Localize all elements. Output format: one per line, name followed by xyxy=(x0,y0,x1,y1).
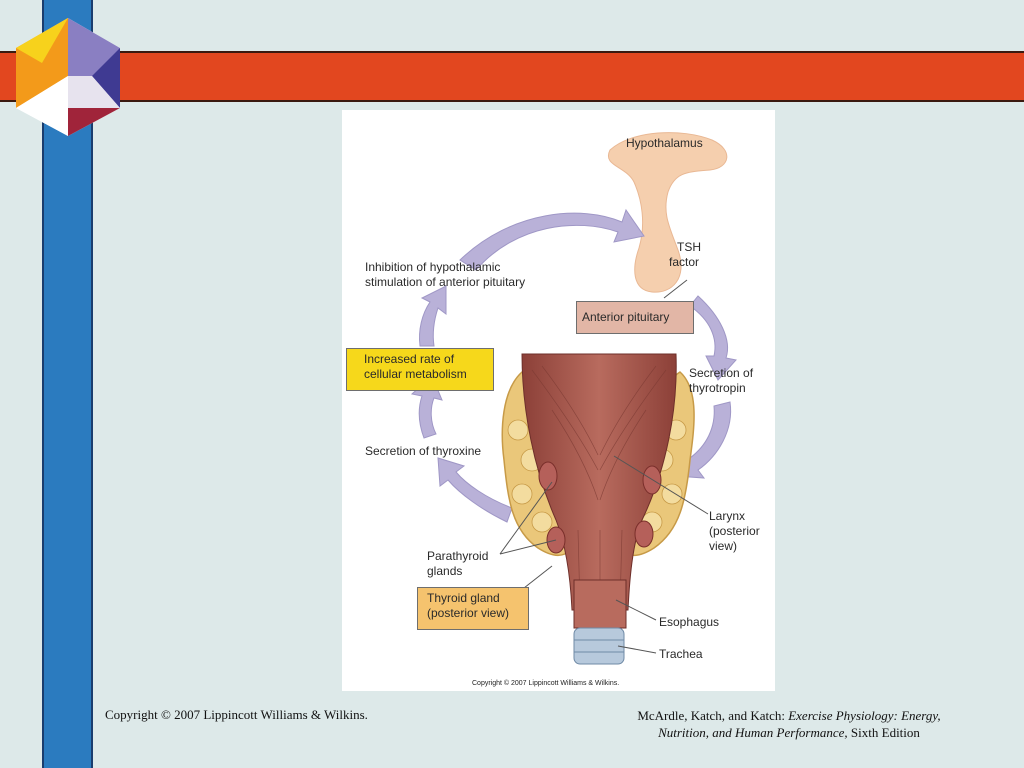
tsh-factor-label-line2: factor xyxy=(669,255,700,269)
image-copyright: Copyright © 2007 Lippincott Williams & W… xyxy=(472,680,620,687)
parathyroid-left-upper xyxy=(538,461,558,491)
esophagus-shape xyxy=(573,579,627,629)
cube-logo-icon xyxy=(16,18,120,136)
larynx-label-line1: Larynx xyxy=(709,509,746,523)
secretion-thyroxine-label: Secretion of thyroxine xyxy=(365,444,482,458)
parathyroid-label-line2: glands xyxy=(427,564,463,578)
inhibition-label-line2: stimulation of anterior pituitary xyxy=(365,275,526,289)
arrow-to-hypothalamus xyxy=(459,208,645,271)
anterior-pituitary-label: Anterior pituitary xyxy=(582,310,670,324)
hypothalamus-shape xyxy=(607,132,728,293)
citation-title-line1: Exercise Physiology: Energy, xyxy=(788,708,941,723)
thyroid-gland-box: Thyroid gland (posterior view) xyxy=(417,587,529,630)
metabolism-label-line1: Increased rate of xyxy=(364,352,455,366)
esophagus-label: Esophagus xyxy=(659,615,720,629)
arrow-pituitary-to-secretion xyxy=(689,295,737,381)
inhibition-label-line1: Inhibition of hypothalamic xyxy=(365,260,501,274)
horizontal-accent-bar xyxy=(0,51,1024,102)
parathyroid-label-line1: Parathyroid xyxy=(427,549,489,563)
larynx-shape xyxy=(521,353,677,611)
metabolism-box: Increased rate of cellular metabolism xyxy=(346,348,494,391)
anterior-pituitary-box: Anterior pituitary xyxy=(576,301,694,334)
trachea-shape xyxy=(573,627,625,665)
citation-edition: Sixth Edition xyxy=(847,725,920,740)
arrow-thyroid-to-thyroxine xyxy=(437,457,513,523)
citation-authors: McArdle, Katch, and Katch: xyxy=(637,708,789,723)
footer-copyright: Copyright © 2007 Lippincott Williams & W… xyxy=(105,707,368,722)
citation-title-line2: Nutrition, and Human Performance, xyxy=(658,725,848,740)
thyroid-feedback-diagram: Hypothalamus TSH factor Anterior pituita… xyxy=(342,110,775,691)
secretion-thyrotropin-label-line2: thyrotropin xyxy=(689,381,746,395)
metabolism-label-line2: cellular metabolism xyxy=(364,367,467,381)
larynx-label-line3: view) xyxy=(709,539,738,553)
hypothalamus-label: Hypothalamus xyxy=(626,136,703,150)
trachea-label: Trachea xyxy=(659,647,703,661)
footer-citation: McArdle, Katch, and Katch: Exercise Phys… xyxy=(600,707,978,741)
tsh-pointer-line xyxy=(663,279,688,299)
tsh-factor-label-line1: TSH xyxy=(677,240,701,254)
diagram-artwork xyxy=(410,132,737,665)
thyroid-label-line2: (posterior view) xyxy=(427,606,510,620)
secretion-thyrotropin-label-line1: Secretion of xyxy=(689,366,754,380)
arrow-metabolism-to-inhibition xyxy=(419,285,447,347)
larynx-label-line2: (posterior xyxy=(709,524,760,538)
parathyroid-right-lower xyxy=(634,520,654,548)
thyroid-label-line1: Thyroid gland xyxy=(427,591,500,605)
